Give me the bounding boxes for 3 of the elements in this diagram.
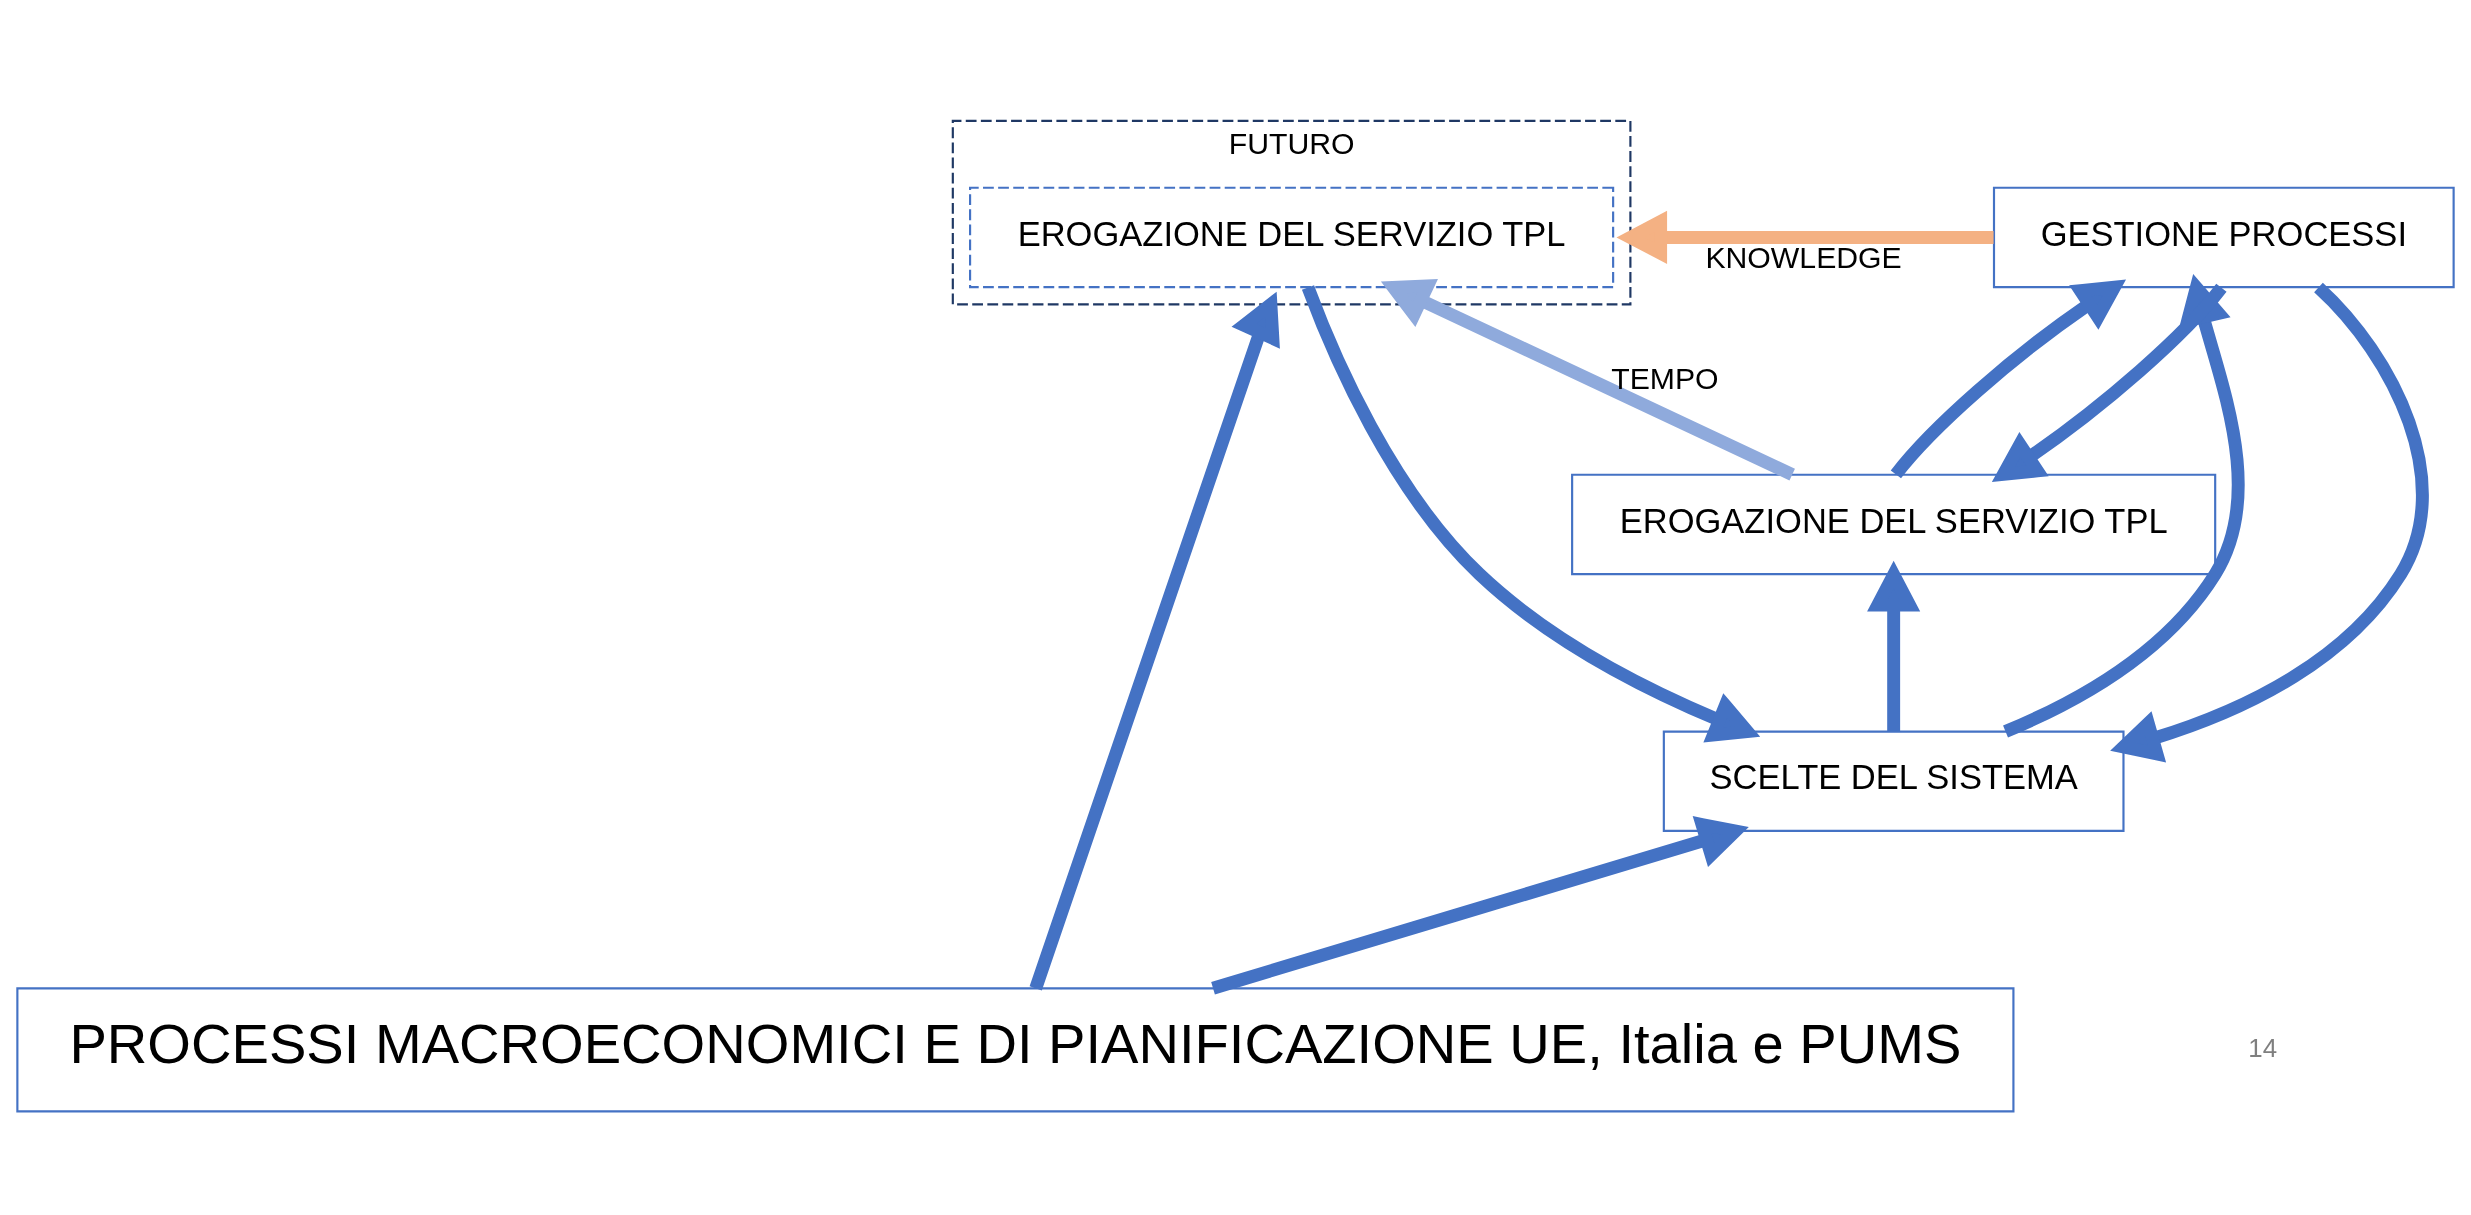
edge-label: KNOWLEDGE bbox=[1705, 241, 1902, 275]
edge-label: TEMPO bbox=[1611, 361, 1719, 395]
label: 14 bbox=[2248, 1033, 2278, 1062]
